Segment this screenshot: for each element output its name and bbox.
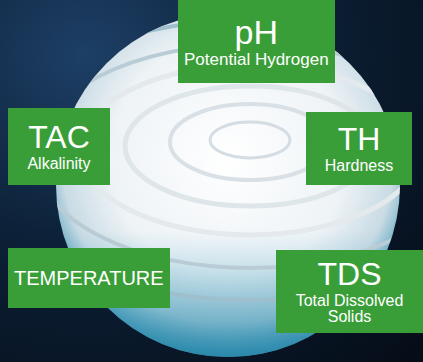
th-box: TH Hardness xyxy=(306,112,412,185)
parameter-abbreviation: pH xyxy=(235,15,278,50)
parameter-abbreviation: TEMPERATURE xyxy=(14,268,164,288)
parameter-name: Hardness xyxy=(325,158,393,174)
tds-box: TDSTotal Dissolved Solids xyxy=(276,250,423,333)
parameter-name: Potential Hydrogen xyxy=(184,51,329,68)
parameter-name: Alkalinity xyxy=(27,156,90,172)
parameter-abbreviation: TDS xyxy=(318,258,382,291)
parameter-abbreviation: TAC xyxy=(28,121,90,154)
parameter-abbreviation: TH xyxy=(338,123,381,156)
parameter-name: Total Dissolved Solids xyxy=(282,293,417,326)
temperature-box: TEMPERATURE xyxy=(8,248,170,308)
ph-box: pHPotential Hydrogen xyxy=(178,0,335,83)
tac-box: TAC Alkalinity xyxy=(8,108,110,185)
